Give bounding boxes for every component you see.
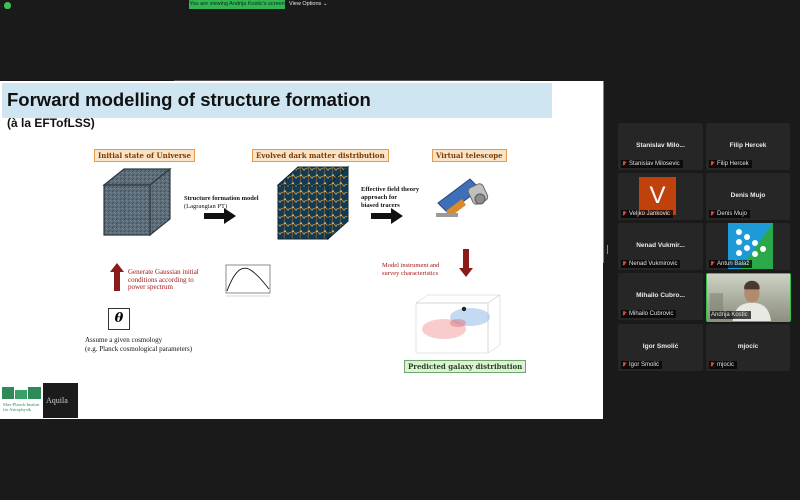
screen-share-banner: You are viewing Andrija Kostic's screen xyxy=(189,0,285,9)
arrow-up-icon xyxy=(110,263,124,291)
participant-tile[interactable]: Igor Smolić Igor Smolić xyxy=(618,324,703,371)
participant-tile[interactable]: Mihailo Cubro... Mihailo Cubrovic xyxy=(618,273,703,320)
participant-tile-active-speaker[interactable]: Andrija Kostic xyxy=(706,273,791,322)
aquila-logo-text: Aquila xyxy=(46,396,68,405)
participant-tile[interactable]: Denis Mujo Denis Mujo xyxy=(706,173,790,220)
avatar xyxy=(728,223,773,269)
participant-tile[interactable]: Filip Hercek Filip Hercek xyxy=(706,123,790,170)
mic-muted-icon xyxy=(622,211,626,216)
cosmology-text: Assume a given cosmology (e.g. Planck co… xyxy=(85,336,193,353)
mic-muted-icon xyxy=(622,161,626,166)
eft-text: Effective field theory approach for bias… xyxy=(361,186,420,209)
participant-label: mjocic xyxy=(709,361,738,369)
participant-label: Veljko Jankovic xyxy=(621,210,674,218)
telescope-icon xyxy=(436,178,489,217)
participant-tile[interactable]: V Veljko Jankovic xyxy=(618,173,703,220)
arrow-right-icon xyxy=(204,208,236,224)
mic-muted-icon xyxy=(710,211,714,216)
max-planck-text: Max-Planck-Institut für Astrophysik xyxy=(3,402,40,412)
participant-tile[interactable]: Nenad Vukmir... Nenad Vukmirovic xyxy=(618,223,703,270)
mic-muted-icon xyxy=(710,161,714,166)
mic-muted-icon xyxy=(710,362,714,367)
tag-evolved-dm: Evolved dark matter distribution xyxy=(252,149,389,162)
initial-universe-cube xyxy=(102,167,172,237)
tag-virtual-telescope: Virtual telescope xyxy=(432,149,507,162)
participant-label: Antun Balaž xyxy=(709,260,753,268)
panel-resize-handle[interactable] xyxy=(607,245,608,254)
mic-muted-icon xyxy=(622,362,626,367)
instrument-text: Model instrument and survey characterist… xyxy=(382,262,440,277)
slide-subtitle: (à la EFTofLSS) xyxy=(7,116,95,130)
shared-screen: Forward modelling of structure formation… xyxy=(0,81,603,419)
participant-tile[interactable]: Stanislav Milo... Stanislav Milosevic xyxy=(618,123,703,170)
mic-muted-icon xyxy=(710,261,714,266)
arrow-right-icon xyxy=(371,208,403,224)
max-planck-logo xyxy=(2,387,41,399)
evolved-dm-cube xyxy=(276,165,350,241)
aquila-logo xyxy=(43,383,78,418)
avatar: V xyxy=(639,177,676,215)
security-shield-icon[interactable] xyxy=(4,2,11,9)
view-options-button[interactable]: View Options ⌄ xyxy=(289,1,328,7)
participant-tile[interactable]: mjocic mjocic xyxy=(706,324,790,371)
mic-muted-icon xyxy=(622,311,626,316)
participant-label: Andrija Kostic xyxy=(710,311,751,319)
slide-title: Forward modelling of structure formation xyxy=(7,89,371,110)
theta-symbol: θ xyxy=(108,308,130,330)
model-text: Structure formation model (Lagrangian PT… xyxy=(184,195,259,210)
participant-label: Mihailo Cubrovic xyxy=(621,310,677,318)
slide-title-band xyxy=(2,83,552,118)
slide-top-line xyxy=(174,80,520,81)
power-spectrum-plot xyxy=(225,264,271,297)
participant-label: Nenad Vukmirovic xyxy=(621,260,681,268)
arrow-down-icon xyxy=(459,249,473,277)
participant-label: Igor Smolić xyxy=(621,361,663,369)
participant-label: Stanislav Milosevic xyxy=(621,160,683,168)
participant-tile[interactable]: Antun Balaž xyxy=(706,223,790,270)
gaussian-text: Generate Gaussian initial conditions acc… xyxy=(128,268,199,291)
galaxy-distribution-plot xyxy=(415,294,501,354)
stage-edge xyxy=(603,81,604,263)
tag-initial-state: Initial state of Universe xyxy=(94,149,195,162)
tag-predicted-galaxy: Predicted galaxy distribution xyxy=(404,360,527,373)
mic-muted-icon xyxy=(622,261,626,266)
participant-label: Filip Hercek xyxy=(709,160,752,168)
top-bar: You are viewing Andrija Kostic's screen … xyxy=(0,0,800,10)
participant-label: Denis Mujo xyxy=(709,210,751,218)
